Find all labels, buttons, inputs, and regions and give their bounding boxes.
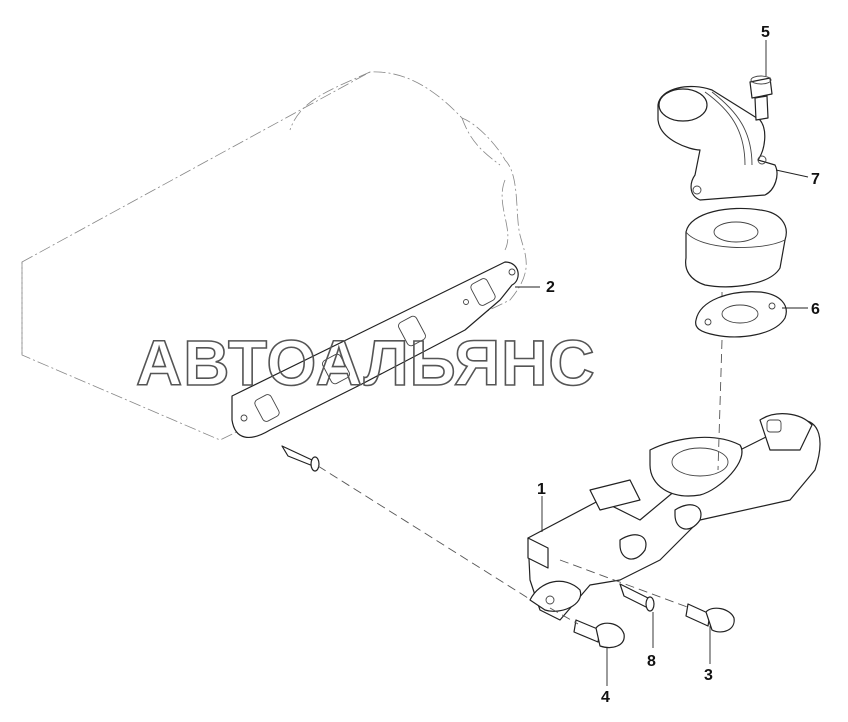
assembly-line-bolt-4 <box>549 607 579 625</box>
exhaust-manifold <box>527 413 821 621</box>
part-label-8: 8 <box>647 653 656 670</box>
assembly-line-outlet <box>717 339 723 471</box>
part-label-5: 5 <box>761 24 770 41</box>
part-label-3: 3 <box>704 667 713 684</box>
assembly-line-bolt-3 <box>559 559 691 609</box>
part-label-6: 6 <box>811 301 820 318</box>
bolt-4 <box>573 619 625 649</box>
assembly-line-stud <box>317 465 529 599</box>
watermark-text: АВТОАЛЬЯНС <box>136 327 596 399</box>
bolt-5 <box>749 75 773 121</box>
manifold-gasket <box>231 261 519 438</box>
outlet-gasket <box>695 291 787 338</box>
bolt-3 <box>685 603 735 633</box>
part-label-1: 1 <box>537 481 546 498</box>
leader-lines <box>515 40 809 686</box>
part-label-7: 7 <box>811 171 820 188</box>
outlet-housing <box>657 85 778 201</box>
stud-8 <box>619 583 655 612</box>
spacer-block <box>685 207 787 288</box>
part-label-2: 2 <box>546 279 555 296</box>
stud-left <box>281 445 320 472</box>
engine-block-outline <box>21 71 527 441</box>
part-label-4: 4 <box>601 689 610 706</box>
